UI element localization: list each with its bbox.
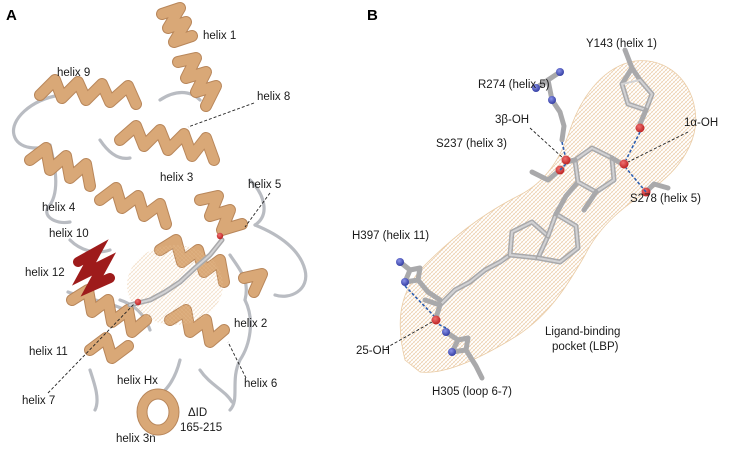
arrow-helix-7 [47,302,136,394]
label-helix-hx: helix Hx [117,375,158,387]
label-helix-8: helix 8 [257,91,290,103]
label-25-oh: 25-OH [356,345,390,357]
label-1a-oh: 1α-OH [684,117,718,129]
ligand-molecule [422,145,629,325]
label-helix-2: helix 2 [234,318,267,330]
residues [396,47,671,381]
label-y143: Y143 (helix 1) [586,38,657,50]
panel-a-labels: helix 1 helix 9 helix 8 helix 3 helix 5 … [22,30,290,445]
arrow-3b-oh [529,127,564,159]
label-helix-10: helix 10 [49,228,89,240]
label-helix-9: helix 9 [57,67,90,79]
ligand-in-protein [127,232,225,325]
label-h397: H397 (helix 11) [352,230,429,242]
label-helix-11: helix 11 [29,346,68,358]
arrow-1a-oh [627,131,689,163]
panel-b-labels: Y143 (helix 1) R274 (helix 5) 3β-OH 1α-O… [352,38,718,398]
panel-a-letter: A [6,7,17,24]
label-h305: H305 (loop 6-7) [432,386,512,398]
arrow-25-oh [385,321,433,349]
label-r274: R274 (helix 5) [478,79,550,91]
label-helix-5: helix 5 [248,179,281,191]
label-lbp-line1: Ligand-binding [545,326,620,338]
label-3b-oh: 3β-OH [495,114,529,126]
label-helix-3: helix 3 [160,172,193,184]
label-s278: S278 (helix 5) [630,193,701,205]
label-s237: S237 (helix 3) [436,138,507,150]
label-helix-3n: helix 3n [116,433,156,445]
arrow-helix-8 [187,102,255,128]
label-helix-6: helix 6 [244,378,277,390]
panel-b: B [352,7,718,398]
label-lbp-line2: pocket (LBP) [552,341,619,353]
label-helix-7: helix 7 [22,395,55,407]
label-helix-12: helix 12 [25,267,65,279]
panel-a: A [6,2,308,445]
label-delta-id: ΔID [188,407,207,419]
arrow-helix-6 [227,341,247,379]
ligand-binding-pocket-surface [399,60,697,373]
label-helix-4: helix 4 [42,202,76,214]
hydrogen-bonds [404,131,647,329]
label-id-range: 165-215 [180,422,222,434]
oxygen-3b [561,155,571,165]
oxygen-1a [619,159,629,169]
arrow-helix-5 [244,192,271,228]
panel-b-letter: B [367,7,378,24]
label-helix-1: helix 1 [203,30,236,42]
